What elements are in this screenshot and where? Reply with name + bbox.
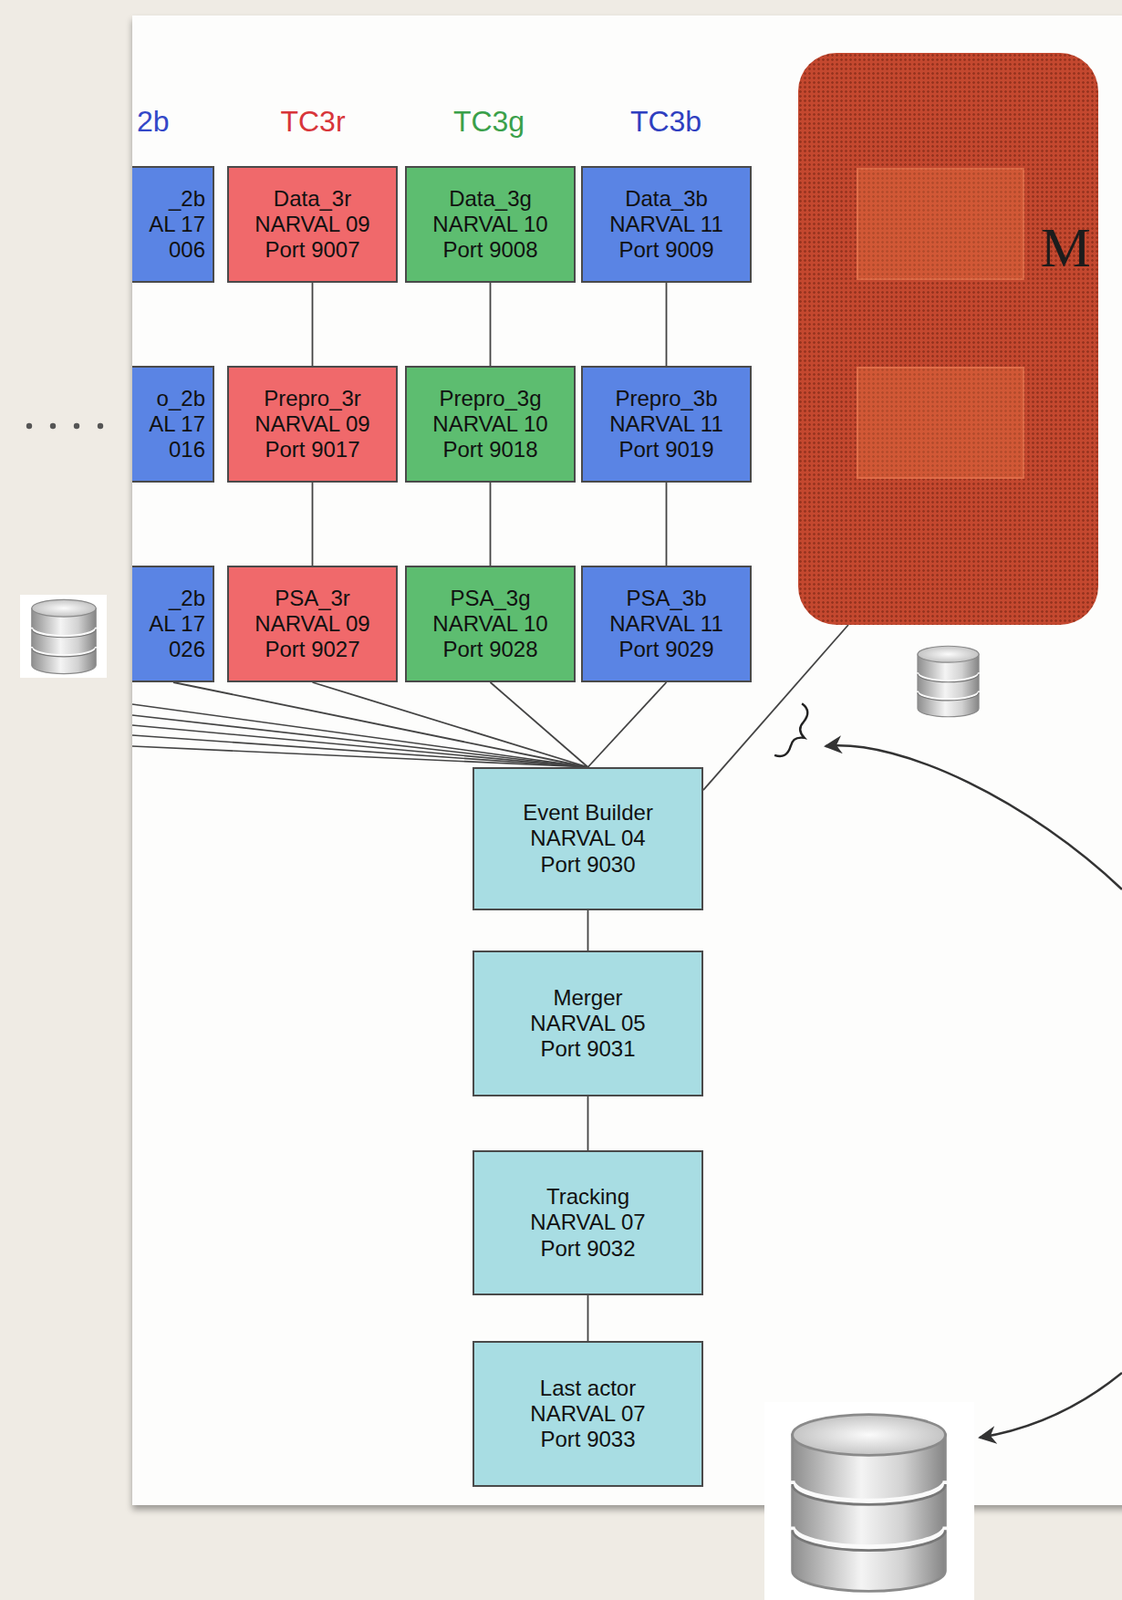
connector-line (311, 482, 314, 566)
actor-label: Last actor NARVAL 07 Port 9033 (511, 1375, 665, 1453)
actor-label: _2b AL 17 026 (143, 585, 206, 663)
actor-box: Merger NARVAL 05 Port 9031 (472, 950, 704, 1097)
column-heading: TC3b (630, 105, 702, 138)
actor-label: PSA_3g NARVAL 10 Port 9028 (417, 585, 564, 663)
overlay-panel: M (798, 52, 1099, 625)
actor-box: Last actor NARVAL 07 Port 9033 (472, 1340, 704, 1487)
database-icon (792, 1414, 946, 1592)
connector-line (489, 482, 492, 566)
actor-box: o_2b AL 17 016 (132, 365, 215, 483)
connector-line (665, 282, 668, 366)
actor-label: PSA_3b NARVAL 11 Port 9029 (593, 585, 740, 663)
actor-label: Prepro_3b NARVAL 11 Port 9019 (593, 385, 740, 463)
actor-box: _2b AL 17 006 (132, 166, 215, 283)
connector-line (587, 1096, 590, 1151)
column-heading: TC3g (453, 105, 525, 138)
connector-line (490, 682, 589, 768)
actor-box: PSA_3g NARVAL 10 Port 9028 (405, 565, 576, 683)
actor-box: Event Builder NARVAL 04 Port 9030 (472, 767, 704, 911)
icon-ground (20, 594, 107, 678)
connector-line (587, 1295, 590, 1341)
actor-box: _2b AL 17 026 (132, 565, 215, 683)
connector-line (489, 282, 492, 366)
connector-line (311, 282, 314, 366)
connector-line (665, 482, 668, 566)
actor-label: Prepro_3r NARVAL 09 Port 9017 (239, 385, 386, 463)
actor-label: Tracking NARVAL 07 Port 9032 (511, 1184, 665, 1261)
column-heading: TC3r (280, 105, 345, 138)
database-icon (917, 645, 979, 717)
actor-box: Data_3r NARVAL 09 Port 9007 (227, 166, 398, 283)
connector-line (173, 682, 589, 768)
actor-label: PSA_3r NARVAL 09 Port 9027 (239, 585, 386, 663)
actor-box: Data_3g NARVAL 10 Port 9008 (405, 166, 576, 283)
actor-box: PSA_3r NARVAL 09 Port 9027 (227, 565, 398, 683)
database-icon (31, 599, 96, 674)
column-heading: 2b (136, 105, 170, 138)
faded-box (856, 167, 1025, 281)
ellipsis-dots (26, 423, 104, 429)
actor-box: Data_3b NARVAL 11 Port 9009 (581, 166, 752, 283)
pointer-arrow (825, 745, 1122, 890)
actor-label: Data_3b NARVAL 11 Port 9009 (593, 186, 740, 263)
brace-symbol (774, 703, 819, 764)
faded-box (856, 366, 1025, 479)
actor-label: Data_3g NARVAL 10 Port 9008 (417, 186, 564, 263)
actor-box: Prepro_3r NARVAL 09 Port 9017 (227, 365, 398, 483)
incoming-lines (132, 704, 590, 768)
icon-ground (764, 1402, 975, 1600)
actor-label: Merger NARVAL 05 Port 9031 (511, 985, 665, 1062)
pointer-arrow (979, 1372, 1122, 1438)
actor-box: Tracking NARVAL 07 Port 9032 (472, 1150, 704, 1296)
connector-line (312, 682, 589, 768)
actor-box: Prepro_3g NARVAL 10 Port 9018 (405, 365, 576, 483)
connector-line (588, 682, 667, 768)
panel-letter: M (1040, 218, 1091, 276)
actor-label: Prepro_3g NARVAL 10 Port 9018 (417, 385, 564, 463)
actor-label: _2b AL 17 006 (143, 186, 206, 263)
actor-label: Event Builder NARVAL 04 Port 9030 (511, 799, 665, 877)
actor-label: Data_3r NARVAL 09 Port 9007 (239, 186, 386, 263)
actor-box: Prepro_3b NARVAL 11 Port 9019 (581, 365, 752, 483)
actor-label: o_2b AL 17 016 (143, 385, 206, 463)
actor-box: PSA_3b NARVAL 11 Port 9029 (581, 565, 752, 683)
connector-line (587, 910, 590, 951)
